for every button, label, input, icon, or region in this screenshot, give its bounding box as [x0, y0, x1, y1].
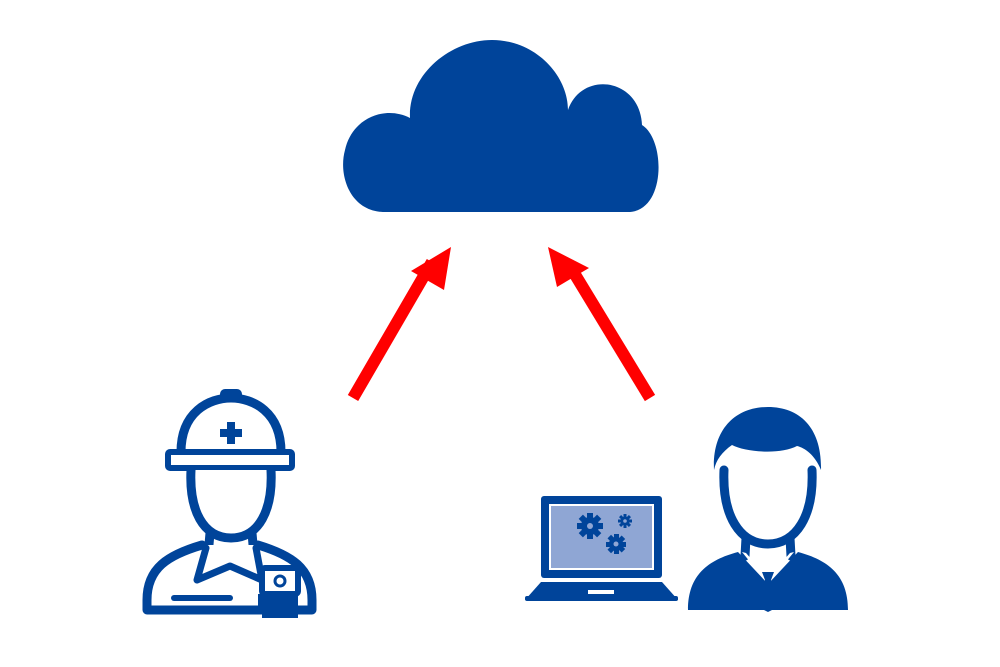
arrow-up-right-icon — [347, 247, 451, 402]
camera-badge-icon — [258, 565, 301, 618]
cloud-icon — [343, 40, 659, 212]
businessman-icon — [688, 407, 848, 612]
cross-icon — [220, 422, 242, 444]
arrow-up-left-icon — [548, 247, 656, 402]
gear-icon — [577, 513, 603, 539]
gear-icon — [606, 534, 626, 554]
worker-hard-hat-icon — [142, 389, 317, 618]
laptop-gears-icon — [525, 496, 678, 601]
gear-icon — [618, 514, 632, 528]
